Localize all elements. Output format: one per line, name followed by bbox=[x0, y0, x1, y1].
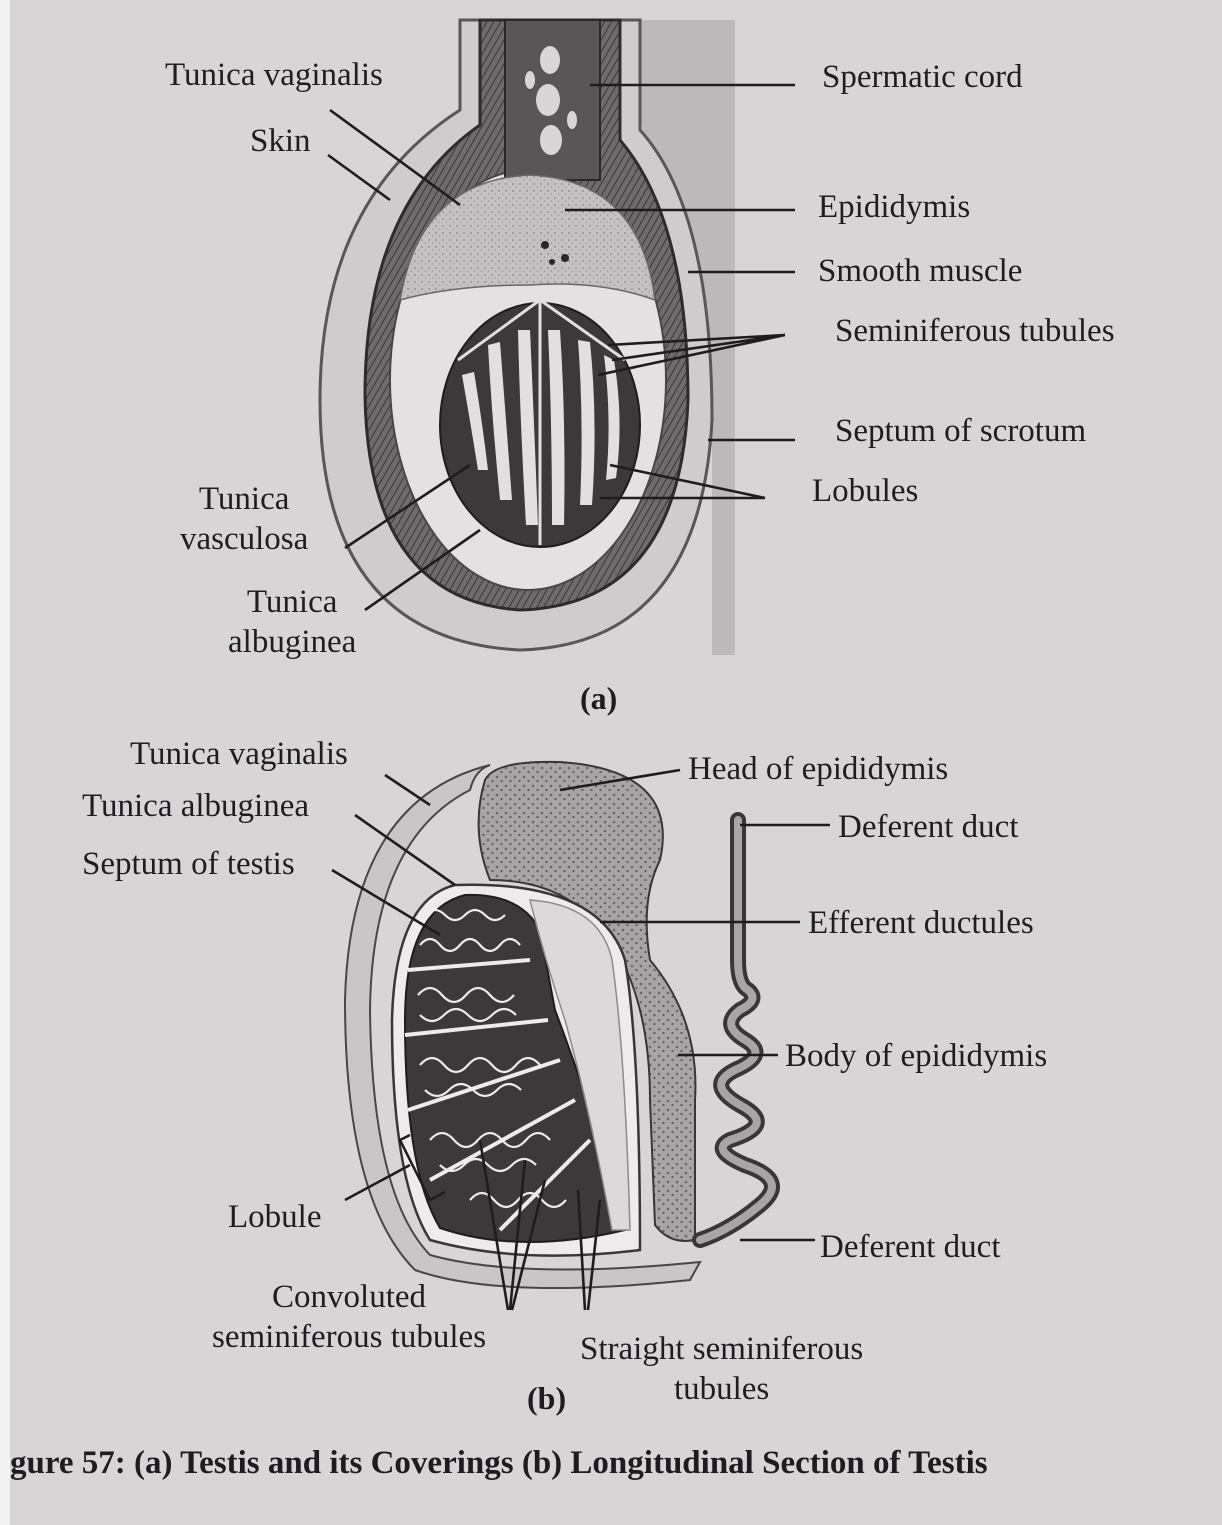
label-body-of-epididymis-b: Body of epididymis bbox=[785, 1037, 1047, 1077]
label-tunica-vaginalis-a: Tunica vaginalis bbox=[165, 56, 383, 96]
label-lobules-a: Lobules bbox=[812, 472, 918, 512]
figure-caption: gure 57: (a) Testis and its Coverings (b… bbox=[10, 1445, 988, 1482]
label-septum-of-scrotum-a: Septum of scrotum bbox=[835, 412, 1086, 452]
label-epididymis-a: Epididymis bbox=[818, 188, 970, 228]
label-tunica-albuginea-b: Tunica albuginea bbox=[82, 787, 309, 827]
label-deferent-duct-top-b: Deferent duct bbox=[838, 808, 1019, 848]
diagram-b bbox=[345, 762, 772, 1288]
label-spermatic-cord-a: Spermatic cord bbox=[822, 58, 1023, 98]
label-straight-tubules-b: Straight seminiferous tubules bbox=[580, 1330, 863, 1409]
label-efferent-ductules-b: Efferent ductules bbox=[808, 904, 1034, 944]
label-tunica-vasculosa-a: Tunica vasculosa bbox=[180, 480, 308, 559]
label-convoluted-tubules-b: Convoluted seminiferous tubules bbox=[212, 1278, 486, 1357]
label-tunica-albuginea-a: Tunica albuginea bbox=[228, 583, 356, 662]
label-tunica-vaginalis-b: Tunica vaginalis bbox=[130, 735, 348, 775]
label-lobule-b: Lobule bbox=[228, 1198, 321, 1238]
diagram-a bbox=[320, 20, 735, 655]
label-skin-a: Skin bbox=[250, 122, 311, 162]
label-seminiferous-tubules-a: Seminiferous tubules bbox=[835, 312, 1115, 352]
label-head-of-epididymis-b: Head of epididymis bbox=[688, 750, 948, 790]
label-septum-of-testis-b: Septum of testis bbox=[82, 845, 295, 885]
sublabel-a: (a) bbox=[580, 680, 617, 717]
sublabel-b: (b) bbox=[527, 1380, 566, 1417]
label-smooth-muscle-a: Smooth muscle bbox=[818, 252, 1022, 292]
label-deferent-duct-bottom-b: Deferent duct bbox=[820, 1228, 1001, 1268]
